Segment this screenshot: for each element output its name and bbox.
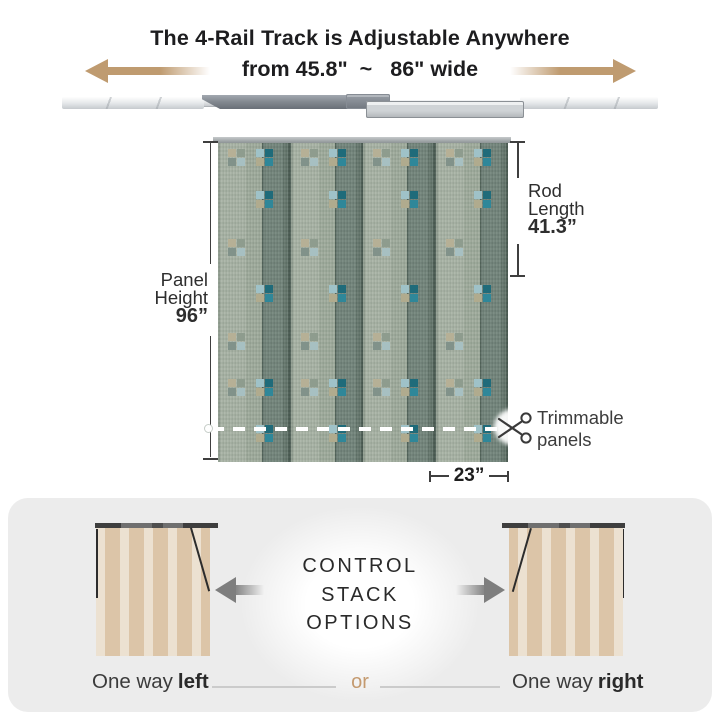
mini-track-right (502, 523, 625, 528)
fabric-pattern-cluster (445, 149, 463, 166)
trim-dashed-line (212, 427, 508, 431)
headline: The 4-Rail Track is Adjustable Anywhere (150, 26, 570, 50)
panel-height-line-lower (209, 336, 211, 457)
fabric-pattern-cluster (373, 149, 390, 166)
panel-height-value: 96” (175, 305, 208, 327)
panel-height-line-upper (209, 143, 211, 264)
fabric-pattern-cluster (256, 149, 273, 166)
fabric-pattern-cluster (445, 239, 463, 256)
scissors-icon (497, 412, 532, 444)
fabric-pattern-cluster (373, 379, 390, 396)
fabric-pattern-cluster (473, 191, 491, 208)
trim-line-end-dot (204, 424, 213, 433)
fabric-pattern-cluster (473, 285, 491, 302)
fabric-pattern-cluster (228, 379, 245, 396)
width-tilde: ~ (359, 57, 373, 81)
fabric-pattern-cluster (300, 239, 318, 256)
right-arrow-tail (507, 67, 613, 75)
panel-height-label: Panel Height 96” (60, 270, 208, 327)
fabric-pattern-cluster (401, 285, 418, 302)
fabric-pattern-cluster (228, 333, 245, 350)
rod-length-cap-bottom (510, 275, 525, 277)
fabric-pattern-cluster (228, 239, 245, 256)
divider-line (380, 686, 500, 688)
fabric-pattern-cluster (445, 379, 463, 396)
fabric-panel (290, 143, 363, 462)
fabric-pattern-cluster (401, 191, 418, 208)
left-arrow-tail (107, 67, 213, 75)
or-label: or (351, 671, 369, 693)
left-stack-arrow-tail (236, 585, 264, 595)
panel-height-cap-bottom (203, 458, 218, 460)
fabric-pattern-cluster (328, 191, 346, 208)
stack-edge-line (96, 529, 98, 598)
mini-track-left (95, 523, 218, 528)
measure-tick-left (429, 470, 431, 482)
fabric-pattern-cluster (328, 285, 346, 302)
center-glow (240, 506, 480, 702)
width-to: 86" wide (390, 57, 479, 81)
fabric-pattern-cluster (401, 379, 418, 396)
panel-headrail (213, 137, 511, 143)
stack-edge-line (622, 529, 624, 598)
fabric-panel (363, 143, 436, 462)
panel-width-measure: 23” (429, 465, 510, 486)
fabric-pattern-cluster (445, 333, 463, 350)
panels-row (218, 143, 508, 462)
left-stack-arrow-icon (215, 577, 236, 603)
fabric-pattern-cluster (473, 379, 491, 396)
width-range-text: from 45.8" ~86" wide (0, 57, 720, 82)
right-stack-arrow-tail (456, 585, 484, 595)
fabric-pattern-cluster (256, 285, 273, 302)
track-rail-center-dark (202, 95, 374, 109)
rod-length-line-lower (517, 244, 519, 275)
fabric-pattern-cluster (256, 379, 273, 396)
left-arrow-head (85, 59, 108, 83)
fabric-pattern-cluster (300, 379, 318, 396)
fabric-panel (435, 143, 508, 462)
panel-width-value: 23” (453, 465, 485, 486)
measure-tick-right (507, 470, 510, 482)
stacked-panels-left (96, 528, 210, 656)
fabric-pattern-cluster (373, 239, 390, 256)
panel-height-cap-top (203, 141, 218, 143)
rod-length-cap-top (510, 141, 525, 143)
stacked-panels-right (509, 528, 623, 656)
divider-line (212, 686, 336, 688)
fabric-pattern-cluster (328, 379, 346, 396)
control-stack-heading: CONTROL STACK OPTIONS (302, 555, 418, 634)
rod-length-value: 41.3” (528, 216, 577, 238)
fabric-pattern-cluster (473, 149, 491, 166)
trimmable-label: Trimmable panels (537, 407, 624, 450)
track-rail-center-light (366, 101, 524, 118)
fabric-pattern-cluster (300, 149, 318, 166)
fabric-pattern-cluster (328, 149, 346, 166)
fabric-pattern-cluster (256, 191, 273, 208)
fabric-panel (218, 143, 291, 462)
fabric-pattern-cluster (401, 149, 418, 166)
right-stack-arrow-icon (484, 577, 505, 603)
rod-length-line-upper (517, 143, 519, 178)
track-rail-left (62, 97, 204, 109)
fabric-pattern-cluster (228, 149, 245, 166)
fabric-pattern-cluster (300, 333, 318, 350)
fabric-pattern-cluster (373, 333, 390, 350)
width-from: from 45.8" (241, 57, 348, 81)
rod-length-label: Rod Length 41.3” (528, 181, 638, 238)
right-arrow-head (613, 59, 636, 83)
track-rail-right (520, 97, 658, 109)
